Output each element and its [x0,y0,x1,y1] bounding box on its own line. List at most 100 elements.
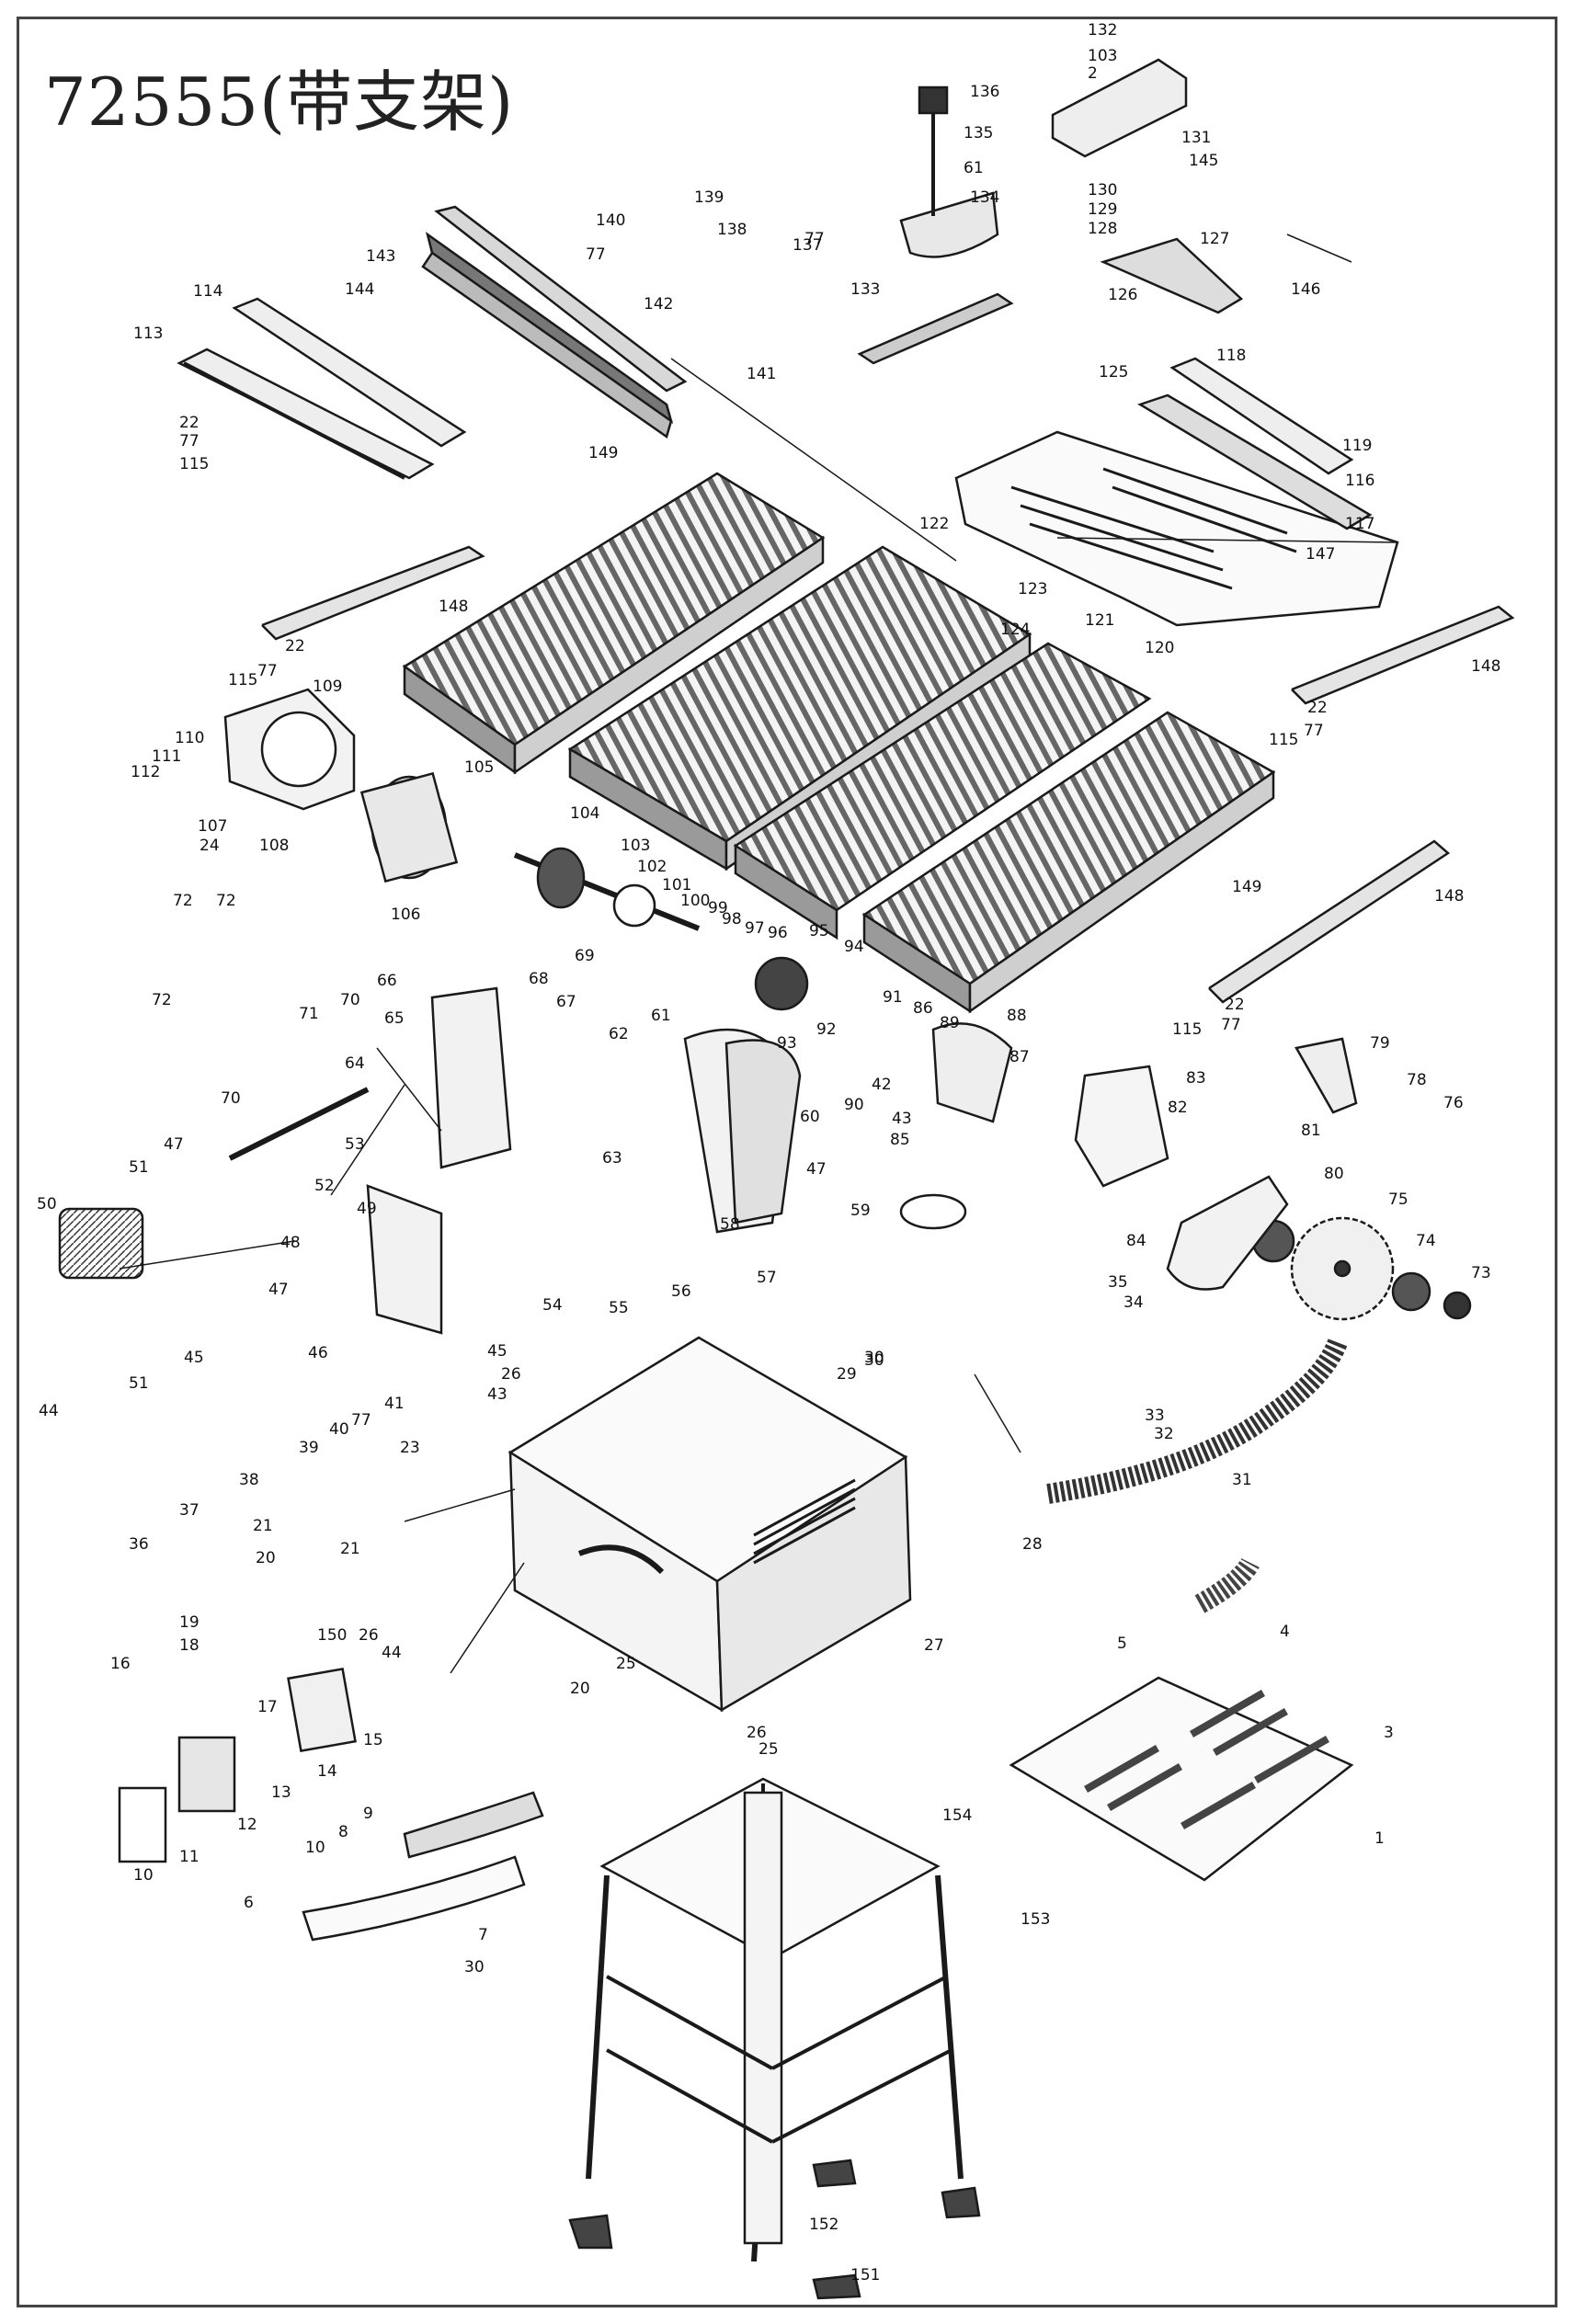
part-number-label: 83 [1186,1069,1206,1088]
part-number-label: 154 [942,1806,972,1825]
part-number-label: 82 [1168,1099,1188,1117]
part-number-label: 74 [1416,1232,1436,1250]
part-number-label: 43 [892,1110,912,1128]
part-number-label: 93 [777,1034,797,1053]
part-number-label: 115 [179,455,209,473]
part-number-label: 84 [1126,1232,1146,1250]
part-number-label: 116 [1345,472,1374,490]
part-number-label: 137 [793,236,822,255]
part-number-label: 5 [1117,1635,1127,1653]
part-number-label: 77 [1304,722,1324,740]
part-number-label: 143 [366,247,395,266]
part-number-label: 40 [329,1420,349,1439]
part-number-label: 148 [1471,657,1500,676]
part-number-label: 70 [221,1089,241,1108]
part-number-label: 8 [338,1823,348,1841]
part-number-label: 77 [179,432,200,450]
part-number-label: 53 [345,1135,365,1154]
part-number-label: 43 [487,1385,508,1404]
part-number-label: 2 [1088,64,1098,83]
part-number-label: 47 [164,1135,184,1154]
part-number-label: 57 [757,1269,777,1287]
part-number-label: 12 [237,1816,257,1834]
part-number-label: 63 [602,1149,622,1168]
part-number-label: 90 [844,1096,864,1114]
part-number-label: 88 [1007,1007,1027,1025]
part-number-label: 72 [173,892,193,910]
part-number-label: 94 [844,938,864,956]
part-number-label: 58 [720,1215,740,1234]
part-number-label: 109 [313,678,342,696]
switch-box [118,1667,357,1863]
part-number-label: 136 [970,83,999,101]
part-number-label: 119 [1342,437,1372,455]
part-number-label: 100 [680,892,710,910]
part-number-label: 120 [1145,639,1174,657]
part-number-label: 129 [1088,200,1117,219]
part-number-label: 20 [570,1680,590,1698]
part-number-label: 24 [200,837,220,855]
part-number-label: 49 [357,1200,377,1218]
part-number-label: 13 [271,1783,291,1802]
part-number-label: 19 [179,1613,200,1632]
part-number-label: 3 [1384,1724,1394,1742]
table-insert-plate [954,430,1399,627]
motor-housing [223,688,459,883]
part-number-label: 22 [285,637,305,655]
part-number-label: 144 [345,280,374,299]
part-number-label: 110 [175,729,204,747]
support-arm-right-lower [1208,839,1451,1004]
part-number-label: 65 [384,1009,405,1028]
part-number-label: 16 [110,1655,131,1673]
part-number-label: 21 [253,1517,273,1535]
part-number-label: 102 [637,858,667,876]
part-number-label: 79 [1370,1034,1390,1053]
part-number-label: 115 [1172,1020,1202,1039]
part-number-label: 141 [747,365,776,383]
part-number-label: 152 [809,2216,838,2234]
part-number-label: 32 [1154,1425,1174,1443]
part-number-label: 72 [216,892,236,910]
part-number-label: 56 [671,1282,691,1301]
part-number-label: 126 [1108,286,1137,304]
part-number-label: 17 [257,1698,278,1716]
stand [568,1777,981,2300]
part-number-label: 150 [317,1626,347,1645]
left-extension-wing [402,472,826,775]
part-number-label: 45 [487,1342,508,1361]
part-number-label: 18 [179,1636,200,1655]
part-number-label: 22 [179,414,200,432]
part-number-label: 70 [340,991,360,1009]
part-number-label: 135 [964,124,993,142]
part-number-label: 105 [464,758,494,777]
part-number-label: 72 [152,991,172,1009]
part-number-label: 107 [198,817,227,836]
part-number-label: 113 [133,325,163,343]
part-number-label: 145 [1189,152,1218,170]
part-number-label: 36 [129,1535,149,1554]
part-number-label: 50 [37,1195,57,1213]
part-number-label: 33 [1145,1407,1165,1425]
part-number-label: 28 [1022,1535,1043,1554]
part-number-label: 71 [299,1005,319,1023]
part-number-label: 77 [586,245,606,264]
part-number-label: 121 [1085,611,1114,630]
part-number-label: 10 [305,1839,325,1857]
part-number-label: 115 [228,671,257,689]
part-number-label: 148 [1434,887,1464,906]
part-number-label: 42 [872,1076,892,1094]
part-number-label: 10 [133,1866,154,1885]
part-number-label: 127 [1200,230,1229,248]
part-number-label: 67 [556,993,576,1011]
part-number-label: 86 [913,999,933,1018]
blade-guard [1166,1037,1358,1291]
part-number-label: 140 [596,211,625,230]
support-arm-left [261,545,485,641]
part-number-label: 54 [542,1296,563,1315]
part-number-label: 39 [299,1439,319,1457]
part-number-label: 14 [317,1762,337,1781]
part-number-label: 77 [804,230,825,248]
part-number-label: 11 [179,1848,200,1866]
part-number-label: 118 [1216,347,1246,365]
